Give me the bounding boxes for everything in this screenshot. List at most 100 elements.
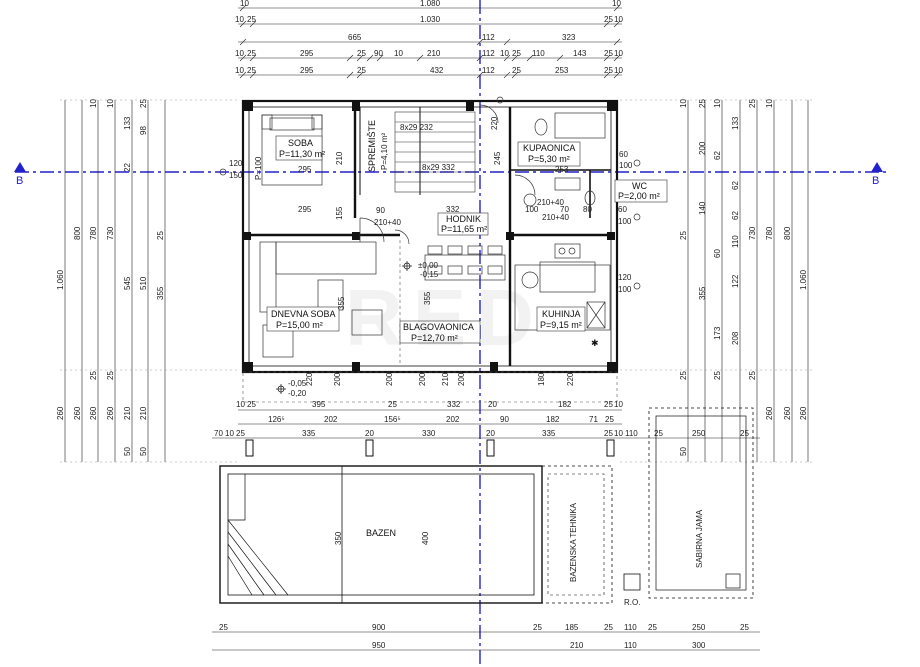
room-hodnik-area: P=11,65 m² [441,224,487,234]
dim-b3-1: 10 [225,429,234,438]
dim-left-c5-6: 50 [123,447,132,456]
dim-right-c4-0: 730 [748,226,757,240]
dim-p1-0: 25 [219,623,228,632]
dim-right-c5-5: 10 [679,99,688,108]
ro-label: R.O. [624,598,640,607]
dim-tick [511,71,519,79]
lbl-spr-w: 90 [376,206,385,215]
dim-p2-1: 210 [570,641,584,650]
dim-tick [503,54,511,62]
dim-left-outer-0: 1.060 [56,269,65,290]
section-marker-right: B [872,175,879,187]
pool-steps [227,474,289,596]
lbl-lev1: -0,15 [420,270,439,279]
septic-label: SABIRNA JAMA [695,509,704,568]
window-markers [245,439,615,457]
dim-r4-11: 143 [573,49,587,58]
dim-p2-0: 950 [372,641,386,650]
dim-tick [526,54,534,62]
lbl-dn-b: 355 [423,291,432,305]
dim-r4-6: 210 [427,49,441,58]
lbl-win-2: 200 [385,372,394,386]
dim-tick [356,71,364,79]
dim-top-r: 10 [612,0,621,8]
dim-tick [239,71,247,79]
dim-left-c2-0: 800 [73,226,82,240]
dim-r5-3: 25 [357,66,366,75]
dim-b3-13: 25 [740,429,749,438]
dim-b2-3: 202 [446,415,460,424]
dim-r2-3: 25 [604,15,613,24]
lbl-soba-w2: 295 [298,205,312,214]
dim-r4-7: 112 [482,49,495,58]
dim-b3-2: 25 [236,429,245,438]
dim-b1-5: 20 [488,400,497,409]
wall-columns [243,101,617,372]
lbl-lev0: ±0,00 [418,261,439,270]
room-wc-area: P=2,00 m² [618,191,660,201]
lbl-dn-a: 355 [337,296,346,310]
dim-right-c5-4: 25 [679,371,688,380]
lbl-win-1: 200 [333,372,342,386]
soba-box [275,135,323,161]
dim-b1-7: 25 [604,400,613,409]
dim-r5-0: 10 [235,66,244,75]
dim-tick [476,54,484,62]
dim-left-c4-1: 545 [123,276,132,290]
dim-r3-2: 323 [562,33,576,42]
dim-left-c3-1: 260 [89,406,98,420]
dim-b1-8: 10 [614,400,623,409]
lbl-wc-b: 100 [618,217,632,226]
lbl-hod-h: 155 [335,206,344,220]
lbl-win-7: 220 [566,372,575,386]
dim-b3-10: 110 [625,429,638,438]
dim-b1-0: 10 [236,400,245,409]
dim-b3-3: 335 [302,429,316,438]
dim-tick [613,20,621,28]
dim-left-c6-0: 98 [139,126,148,135]
lbl-kup-d: 100 [619,161,633,170]
dim-top-l: 10 [240,0,249,8]
septic-tank [648,407,754,599]
kuhinja-box [536,306,586,332]
lbl-stair-b: 8x29 332 [422,163,455,172]
dining-table [424,245,506,281]
dim-left-c6-2: 355 [156,286,165,300]
dim-p1-2: 25 [533,623,542,632]
dim-b1-6: 182 [558,400,572,409]
dim-left-c5-0: 133 [123,116,132,130]
dnevna-box [266,306,340,332]
lbl-door-c: 210+40 [542,213,569,222]
dim-b2-7: 25 [605,415,614,424]
lbl-wc-a: 60 [618,205,627,214]
room-spremiste-name: SPREMIŠTE [367,120,377,172]
dim-right-c6-5: 25 [713,371,722,380]
dim-b1-2: 395 [312,400,326,409]
dim-r4-12: 25 [604,49,613,58]
dim-p1-7: 250 [692,623,706,632]
dim-right-c6-8: 25 [748,99,757,108]
lbl-spr-h: 210 [335,151,344,165]
dim-r4-8: 10 [500,49,509,58]
room-blagovaonica-area: P=12,70 m² [411,333,458,343]
dim-r4-2: 295 [300,49,314,58]
pool [219,465,613,604]
pool-tech-label: BAZENSKA TEHNIKA [569,502,578,582]
dim-tick [603,20,611,28]
dim-right-c3-0: 780 [765,226,774,240]
dim-right-outer-0: 1.060 [799,269,808,290]
dim-tick [239,38,247,46]
lbl-kup-b: 220 [490,116,499,130]
dim-r3-1: 112 [482,33,495,42]
room-dnevna-name: DNEVNA SOBA [271,309,336,319]
ro-box [623,573,641,591]
pool-height: 400 [421,531,430,545]
kitchen-furniture [514,243,611,331]
lbl-lev2: -0,05 [288,379,307,388]
lbl-win-0: 220 [305,372,314,386]
dim-r2-1: 25 [247,15,256,24]
dim-r4-3: 25 [357,49,366,58]
lbl-soba-d: 120 [229,159,243,168]
dim-r5-8: 25 [604,66,613,75]
